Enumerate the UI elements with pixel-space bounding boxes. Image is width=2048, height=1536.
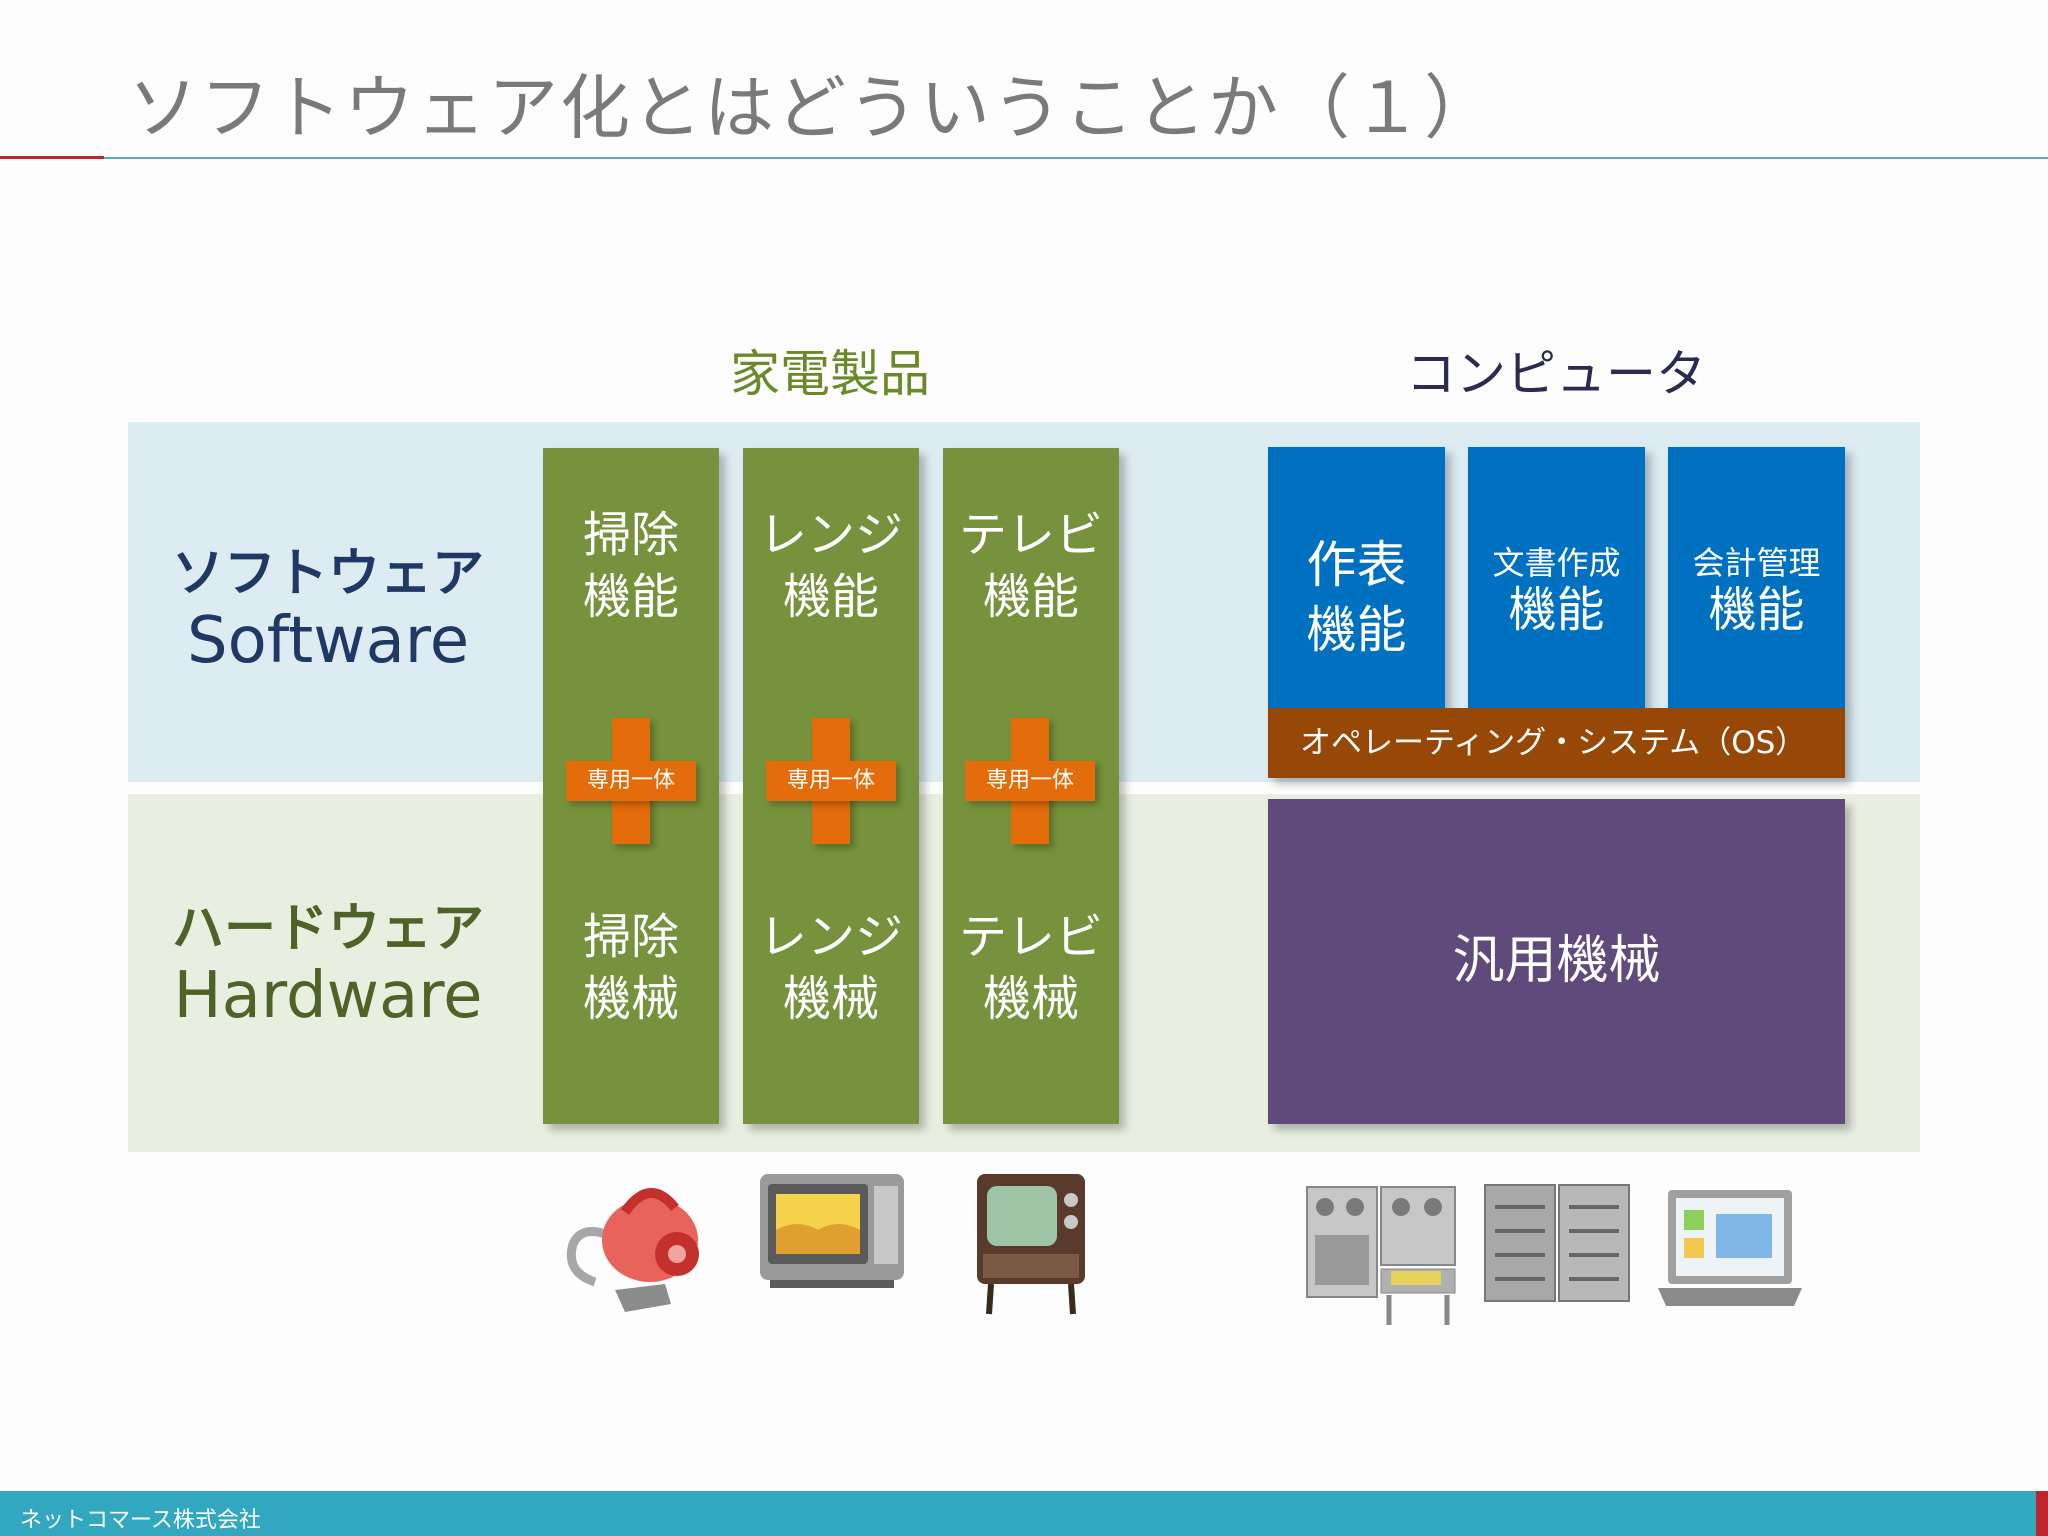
vacuum-hardware-box: 掃除 機械 <box>543 906 719 1031</box>
tv-sw-line1: テレビ <box>958 507 1103 563</box>
software-row-label: ソフトウェア Software <box>128 544 528 678</box>
tv-sw-line2: 機能 <box>982 569 1079 626</box>
vacuum-hw-line1: 掃除 <box>582 909 679 965</box>
tv-hardware-box: テレビ 機械 <box>943 906 1119 1031</box>
laptop-icon <box>1658 1190 1802 1306</box>
title-divider <box>0 157 2048 159</box>
vacuum-software-box: 掃除 機能 <box>543 504 719 629</box>
document-line1: 文書作成 <box>1492 544 1621 582</box>
appliances-header: 家電製品 <box>730 345 930 403</box>
footer-bar <box>0 1491 2048 1536</box>
retro-tv-icon <box>977 1174 1085 1315</box>
document-text: 文書作成 機能 <box>1468 543 1645 635</box>
hardware-label-en: Hardware <box>173 958 483 1033</box>
hardware-row-label: ハードウェア Hardware <box>128 899 528 1033</box>
os-bar: オペレーティング・システム（OS） <box>1268 708 1845 778</box>
accounting-line1: 会計管理 <box>1692 544 1821 582</box>
microwave-hw-line2: 機械 <box>782 971 879 1028</box>
microwave-software-box: レンジ 機能 <box>743 504 919 629</box>
vacuum-sw-line2: 機能 <box>582 569 679 626</box>
integration-badge-vacuum: 専用一体 <box>566 761 696 801</box>
microwave-sw-line2: 機能 <box>782 569 879 626</box>
spreadsheet-line2: 機能 <box>1306 601 1407 659</box>
software-label-jp: ソフトウェア <box>171 544 484 604</box>
app-box-spreadsheet: 作表 機能 <box>1268 447 1445 709</box>
general-purpose-hardware-box: 汎用機械 <box>1268 799 1845 1124</box>
microwave-hardware-box: レンジ 機械 <box>743 906 919 1031</box>
spreadsheet-line1: 作表 <box>1306 536 1407 594</box>
vacuum-cleaner-icon <box>566 1188 699 1312</box>
tv-software-box: テレビ 機能 <box>943 504 1119 629</box>
vacuum-hw-line2: 機械 <box>582 971 679 1028</box>
computer-header: コンピュータ <box>1406 345 1706 403</box>
software-label-en: Software <box>186 603 470 678</box>
tv-hw-line2: 機械 <box>982 971 1079 1028</box>
slide-title: ソフトウェア化とはどういうことか（１） <box>128 67 1496 149</box>
hardware-label-jp: ハードウェア <box>171 899 484 959</box>
tv-hw-line1: テレビ <box>958 909 1103 965</box>
title-divider-accent <box>0 156 104 159</box>
vacuum-sw-line1: 掃除 <box>582 507 679 563</box>
integration-badge-tv: 専用一体 <box>965 761 1095 801</box>
mainframe-computer-icon <box>1306 1186 1456 1325</box>
accounting-text: 会計管理 機能 <box>1668 543 1845 635</box>
footer-accent <box>2036 1491 2048 1536</box>
integration-badge-microwave: 専用一体 <box>766 761 896 801</box>
accounting-line2: 機能 <box>1708 581 1805 638</box>
microwave-sw-line1: レンジ <box>758 507 903 563</box>
app-box-accounting: 会計管理 機能 <box>1668 447 1845 709</box>
spreadsheet-text: 作表 機能 <box>1268 533 1445 663</box>
server-rack-icon <box>1484 1184 1630 1302</box>
microwave-oven-icon <box>760 1174 904 1288</box>
document-line2: 機能 <box>1508 581 1605 638</box>
company-name: ネットコマース株式会社 <box>20 1508 261 1533</box>
app-box-document: 文書作成 機能 <box>1468 447 1645 709</box>
microwave-hw-line1: レンジ <box>758 909 903 965</box>
